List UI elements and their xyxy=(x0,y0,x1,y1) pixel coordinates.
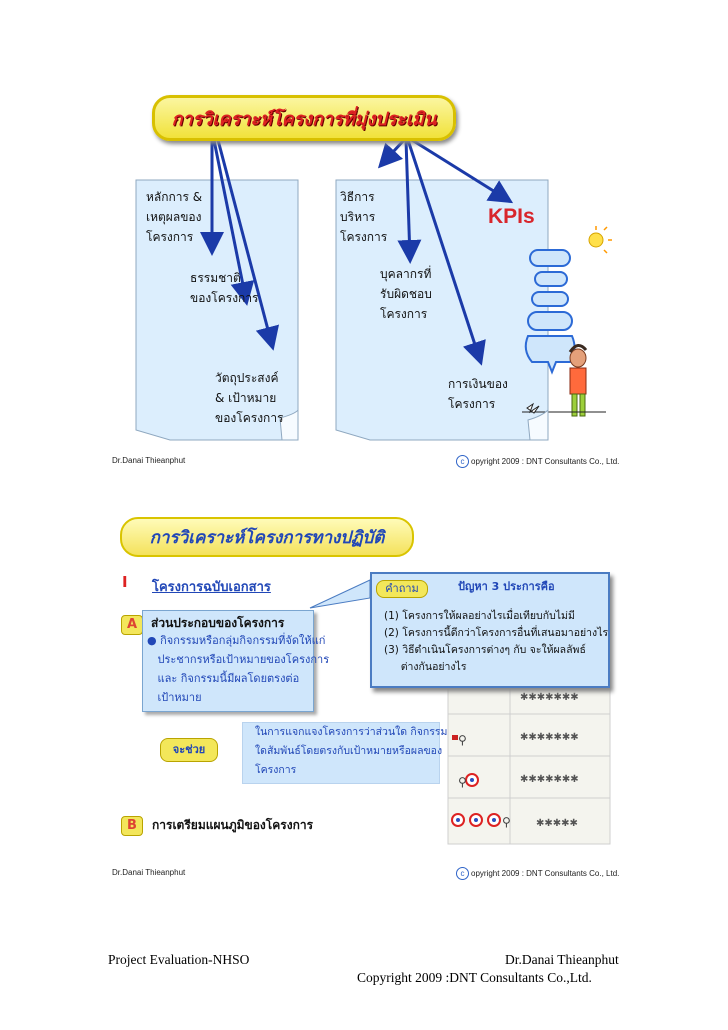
problem-item-3: (3) วิธีดำเนินโครงการต่างๆ กับ จะให้ผลลั… xyxy=(384,644,586,673)
bag-icon xyxy=(452,735,458,740)
arrow-7 xyxy=(411,138,514,204)
copyright-icon: c xyxy=(456,867,469,880)
svg-text:⚲: ⚲ xyxy=(502,815,511,829)
crowd-icon: ✱✱✱✱✱✱✱ xyxy=(520,692,579,703)
component-bullet: ● กิจกรรมหรือกลุ่มกิจกรรมที่จัดให้แก่ ปร… xyxy=(147,634,330,704)
page-footer-copyright: Copyright 2009 :DNT Consultants Co.,Ltd. xyxy=(357,970,592,985)
helper-button: จะช่วย xyxy=(160,738,218,762)
arrow-3 xyxy=(216,139,280,351)
slide2-graphics: ✱✱✱✱✱✱✱ ✱✱✱✱✱✱✱ ✱✱✱✱✱✱✱ ✱✱✱✱✱ ⚲ ⚲ ⚲ xyxy=(309,579,611,845)
svg-text:⚲: ⚲ xyxy=(458,775,467,789)
badge-b: B xyxy=(121,816,143,836)
problem-box: คำถาม ปัญหา 3 ประการคือ (1) โครงการให้ผล… xyxy=(370,572,610,688)
helper-text: ในการแจกแจงโครงการว่าส่วนใด กิจกรรม ใดสั… xyxy=(255,726,448,776)
copyright-icon: c xyxy=(456,455,469,468)
slide1-footer-author: Dr.Danai Thieanphut xyxy=(112,456,186,465)
thought-bubbles xyxy=(524,249,576,375)
roman-numeral: I xyxy=(122,573,128,591)
arrow-2 xyxy=(212,139,255,306)
sun-icon xyxy=(588,226,612,254)
right-note-paper xyxy=(335,179,549,441)
helper-box: ในการแจกแจงโครงการว่าส่วนใด กิจกรรม ใดสั… xyxy=(242,722,447,784)
slide1-title-banner: การวิเคราะห์โครงการที่มุ่งประเมิน xyxy=(152,95,456,141)
crowd-illustration-panel: ✱✱✱✱✱✱✱ ✱✱✱✱✱✱✱ ✱✱✱✱✱✱✱ ✱✱✱✱✱ ⚲ ⚲ ⚲ xyxy=(447,671,611,845)
slide2-title-banner: การวิเคราะห์โครงการทางปฏิบัติ xyxy=(120,517,414,557)
svg-text:⚲: ⚲ xyxy=(458,733,467,747)
b-heading: การเตรียมแผนภูมิของโครงการ xyxy=(152,818,314,832)
slide1-title: การวิเคราะห์โครงการที่มุ่งประเมิน xyxy=(171,108,437,130)
arrow-5 xyxy=(397,139,422,264)
slide1-copyright-text: opyright 2009 : DNT Consultants Co., Ltd… xyxy=(471,457,620,466)
component-heading: ส่วนประกอบของโครงการ xyxy=(151,616,285,630)
slide2-copyright-text: opyright 2009 : DNT Consultants Co., Ltd… xyxy=(471,869,620,878)
problem-heading: ปัญหา 3 ประการคือ xyxy=(458,580,555,593)
badge-a: A xyxy=(121,615,143,635)
arrow-6 xyxy=(406,139,486,366)
page-footer-author: Dr.Danai Thieanphut xyxy=(505,952,619,967)
left-note-paper xyxy=(135,179,299,441)
problem-item-1: (1) โครงการให้ผลอย่างไรเมื่อเทียบกับไม่ม… xyxy=(384,610,575,622)
slide2-footer-author: Dr.Danai Thieanphut xyxy=(112,868,186,877)
left-note-item-nature: ธรรมชาติ ของโครงการ xyxy=(190,271,259,305)
kpis-label: KPIs xyxy=(488,205,535,228)
problem-item-2: (2) โครงการนี้ดีกว่าโครงการอื่นที่เสนอมา… xyxy=(384,627,609,639)
question-label: คำถาม xyxy=(376,580,428,598)
right-note-item-personnel: บุคลากรที่ รับผิดชอบ โครงการ xyxy=(380,267,432,321)
page-footer-left: Project Evaluation-NHSO xyxy=(108,952,250,967)
target-icons xyxy=(451,773,501,827)
arrow-4 xyxy=(377,138,406,169)
slide2-title: การวิเคราะห์โครงการทางปฏิบัติ xyxy=(149,527,385,548)
section-heading: โครงการฉบับเอกสาร xyxy=(152,580,271,595)
thinking-person-icon xyxy=(522,344,606,417)
right-note-item-management: วิธีการ บริหาร โครงการ xyxy=(340,190,388,244)
callout-pointer xyxy=(309,579,371,609)
crowd-icon: ✱✱✱✱✱✱✱ xyxy=(520,774,579,785)
component-box: ส่วนประกอบของโครงการ ● กิจกรรมหรือกลุ่มก… xyxy=(142,610,329,712)
left-note-item-objectives: วัตถุประสงค์ & เป้าหมาย ของโครงการ xyxy=(215,371,284,425)
crowd-icon: ✱✱✱✱✱✱✱ xyxy=(520,732,579,743)
right-note-item-finance: การเงินของ โครงการ xyxy=(448,377,508,411)
left-note-item-principle: หลักการ & เหตุผลของ โครงการ xyxy=(146,190,203,244)
slide1-graphics xyxy=(135,138,612,441)
archer-icons: ⚲ ⚲ ⚲ xyxy=(458,733,511,829)
crowd-icon: ✱✱✱✱✱ xyxy=(536,818,578,829)
